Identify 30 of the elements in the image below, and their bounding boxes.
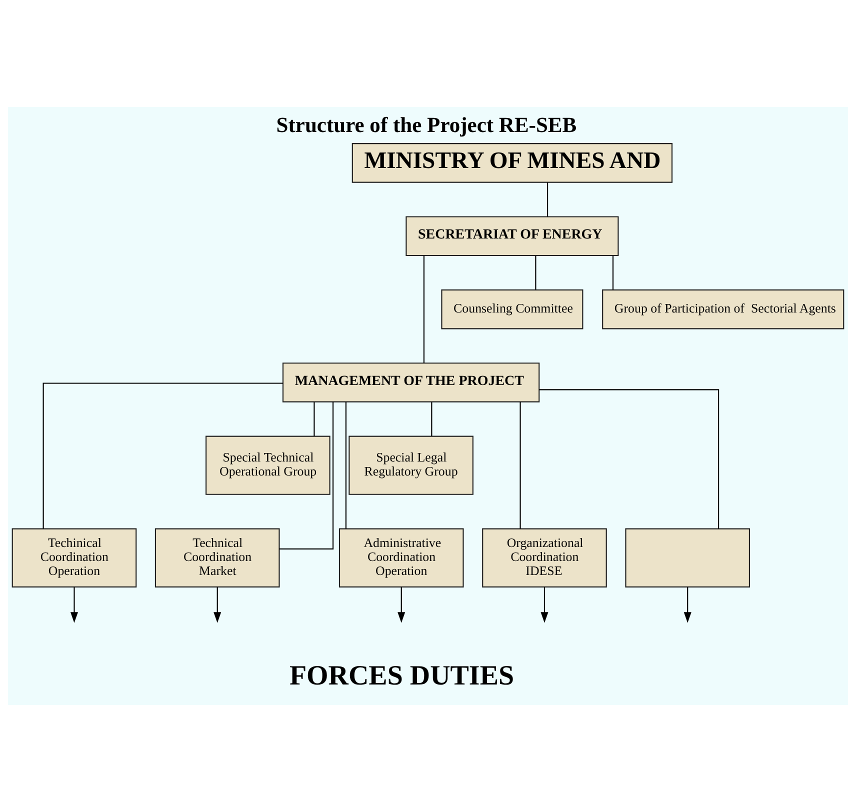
connector — [345, 402, 346, 529]
arrow — [214, 587, 222, 623]
arrow — [70, 587, 78, 623]
connector — [42, 382, 283, 529]
arrow — [684, 587, 692, 623]
node-box: SECRETARIAT OF ENERGY — [406, 216, 619, 256]
connector — [279, 402, 334, 550]
connector — [314, 402, 315, 436]
node-box: MANAGEMENT OF THE PROJECT — [282, 362, 540, 402]
node-box: Administrative Coordination Operation — [338, 528, 464, 588]
node-box: Special Technical Operational Group — [206, 436, 330, 495]
node-box: Technical Coordination Market — [154, 528, 280, 588]
node-box — [625, 528, 750, 588]
connector — [612, 256, 614, 290]
node-box: Counseling Committee — [441, 289, 584, 330]
connector — [539, 389, 720, 529]
node-box: Group of Participation of Sectorial Agents — [602, 289, 844, 330]
connector — [520, 402, 521, 529]
node-box: Organizational Coordination IDESE — [482, 528, 607, 588]
diagram-title: Structure of the Project RE-SEB — [276, 112, 577, 137]
arrow — [398, 587, 406, 623]
connector — [423, 256, 424, 363]
node-box: Special Legal Regulatory Group — [348, 436, 474, 495]
connector — [535, 256, 536, 290]
arrow — [540, 587, 548, 623]
connector — [431, 402, 432, 436]
node-box: MINISTRY OF MINES AND — [352, 143, 673, 183]
label: FORCES DUTIES — [289, 660, 514, 692]
connector — [547, 182, 548, 216]
node-box: Techinical Coordination Operation — [12, 528, 137, 588]
